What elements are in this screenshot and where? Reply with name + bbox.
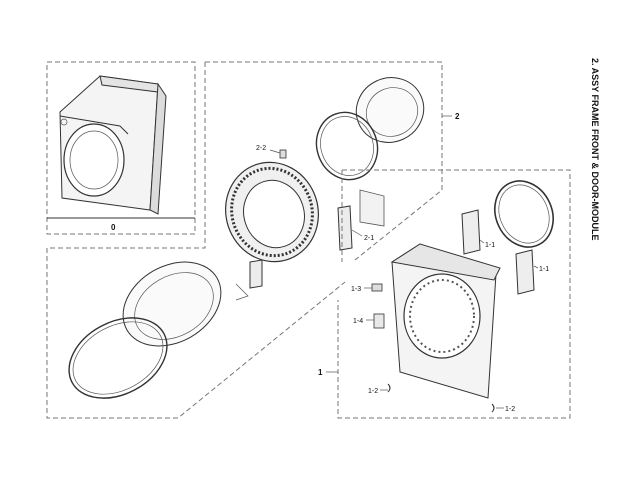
part-1-2-left-clip [387, 383, 391, 393]
appliance-body [59, 75, 167, 215]
door-frame-ribs [230, 166, 314, 258]
door-gasket-ring-outer [315, 111, 379, 181]
part-1-2-left-label: 1-2 [368, 388, 378, 395]
part-2-2-label: 2-2 [256, 145, 266, 152]
door-trim-ring-outer [68, 317, 168, 399]
main-unit-box: 0 [46, 61, 196, 235]
main-unit-dashed-border [46, 61, 196, 235]
frame-assy-outline [337, 169, 571, 419]
front-gasket-ring-outer [494, 180, 554, 248]
front-frame-opening-ribs [409, 279, 475, 353]
door-glass-bowl-outer [355, 77, 425, 143]
part-1-3-body [371, 283, 383, 292]
door-latch-body [249, 259, 263, 289]
part-1-4: 1-4 [353, 313, 385, 329]
bracket-part-1-1-left: 1-1 [461, 209, 495, 255]
door-latch [235, 259, 263, 301]
door-latch-clip [235, 283, 249, 301]
door-assy-outline-upper [205, 61, 443, 261]
frame-assy-label: 1 [318, 368, 323, 377]
door-trim-ring [68, 317, 168, 399]
door-gasket-ring-inner [320, 116, 374, 176]
front-frame-opening [403, 273, 481, 359]
door-outer-ring-body [122, 261, 222, 347]
part-1-1-left-label: 1-1 [485, 242, 495, 249]
appliance-control-panel [59, 115, 129, 135]
part-2-1-leader [351, 229, 363, 237]
part-1-1-right-label: 1-1 [539, 266, 549, 273]
hinge-plate [359, 189, 385, 227]
part-2-1-label: 2-1 [364, 235, 374, 242]
door-gasket-ring [315, 111, 379, 181]
door-assy-group: 2 2-1 2-2 [46, 61, 460, 419]
part-1-2-right-label: 1-2 [505, 406, 515, 413]
bracket-left-body [461, 209, 481, 255]
front-gasket-ring [494, 180, 554, 248]
part-1-2-right-clip [491, 403, 495, 413]
appliance-side [149, 82, 167, 215]
hinge-bracket [337, 205, 353, 251]
appliance-door-outer [63, 123, 125, 197]
hinge-part-2-1: 2-1 [337, 189, 385, 251]
door-assy-outline-lower [46, 62, 346, 419]
bracket-right-body [515, 249, 535, 295]
frame-assy-group: 1-1 1-1 1-3 1-4 1 1-2 [318, 169, 571, 419]
diagram-title: 2. ASSY FRAME FRONT & DOOR-MODULE [590, 58, 600, 241]
part-1-2-right: 1-2 [491, 403, 515, 413]
part-1-1-right-leader [533, 265, 539, 269]
main-unit-label: 0 [111, 223, 116, 232]
door-assy-label: 2 [455, 112, 460, 121]
part-2-2-leader [269, 149, 281, 154]
screw-head [279, 149, 287, 159]
appliance-door-glass [69, 130, 119, 190]
part-1-4-body [373, 313, 385, 329]
part-1-2-left: 1-2 [368, 383, 391, 395]
part-1-3-label: 1-3 [351, 286, 361, 293]
bracket-part-1-1-right: 1-1 [515, 249, 549, 295]
door-outer-ring-inner [134, 272, 214, 340]
front-frame-panel-top [390, 243, 501, 281]
part-1-1-left-leader [479, 239, 485, 244]
part-1-3: 1-3 [351, 283, 383, 293]
door-glass-bowl [355, 77, 425, 143]
appliance-knob [60, 118, 68, 126]
door-trim-ring-inner [72, 321, 164, 395]
front-gasket-ring-inner [498, 184, 550, 244]
door-frame [225, 161, 319, 263]
door-outer-ring [122, 261, 222, 347]
door-frame-opening [243, 179, 305, 249]
screw-part-2-2: 2-2 [256, 145, 287, 159]
part-1-4-label: 1-4 [353, 318, 363, 325]
front-frame-panel [390, 243, 501, 399]
